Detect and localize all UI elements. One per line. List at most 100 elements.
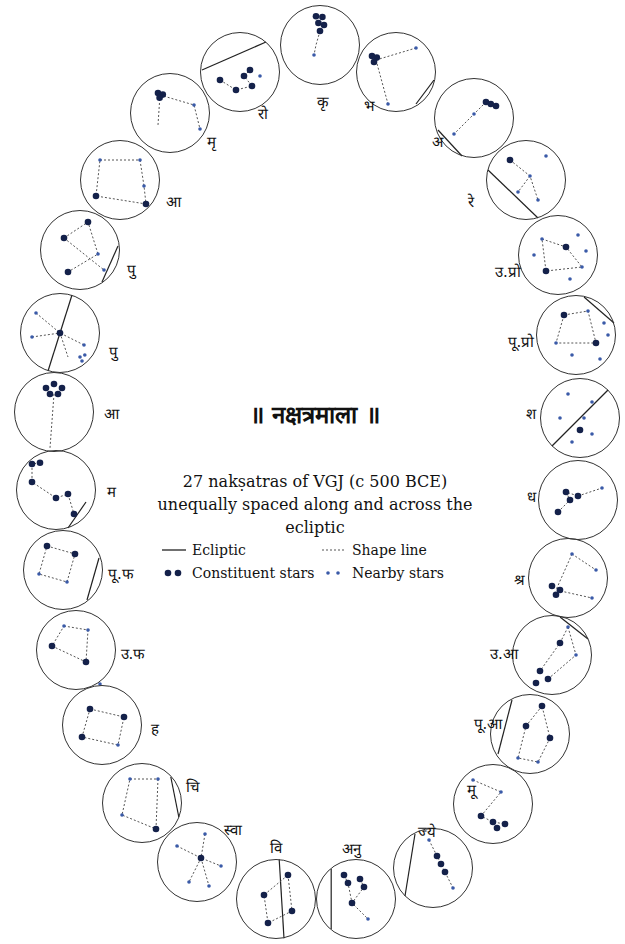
shape-line	[540, 627, 568, 671]
constituent-star	[555, 509, 562, 516]
constituent-star	[121, 714, 128, 721]
constituent-star	[357, 876, 364, 883]
constituent-star	[577, 427, 584, 434]
nakshatra-label: रो	[258, 103, 268, 123]
nearby-star	[582, 416, 586, 420]
nakshatra-circle: उ.प्रो	[518, 215, 598, 295]
shape-line	[39, 546, 75, 582]
nakshatra-circle: श	[540, 378, 620, 458]
nearby-star	[203, 832, 207, 836]
shape-line	[314, 31, 320, 55]
shape-line	[344, 875, 368, 919]
ecliptic-line	[552, 390, 608, 446]
nakshatra-label: रे	[468, 191, 474, 211]
nearby-star	[580, 265, 584, 269]
shape-line	[52, 626, 88, 662]
constituent-star	[59, 385, 66, 392]
constituent-star	[85, 219, 92, 226]
nakshatra-circle: म	[16, 450, 96, 530]
nakshatra-circle: रे	[486, 140, 566, 220]
constituent-star	[57, 330, 64, 337]
constituent-star	[490, 819, 497, 826]
nearby-star	[78, 355, 82, 359]
nearby-star	[536, 198, 540, 202]
ecliptic-line	[279, 859, 284, 938]
nakshatra-label: ध	[527, 486, 536, 506]
constituent-star	[563, 244, 570, 251]
constituent-star	[341, 872, 348, 879]
shape-line	[510, 160, 538, 200]
nakshatra-circle: वि	[236, 859, 316, 939]
ecliptic-line	[488, 170, 538, 218]
constituent-star	[549, 583, 556, 590]
nearby-star	[540, 237, 544, 241]
nearby-star	[472, 112, 476, 116]
nearby-star	[606, 333, 610, 337]
nearby-star	[192, 103, 196, 107]
constituent-star	[153, 826, 160, 833]
nakshatra-circle: अ	[434, 78, 514, 158]
constituent-star	[261, 892, 268, 899]
nakshatra-label: ह	[151, 718, 159, 738]
nearby-star	[566, 625, 570, 629]
nearby-star	[590, 432, 594, 436]
nakshatra-label: म	[107, 481, 116, 501]
constituent-star	[371, 59, 378, 66]
constituent-star	[289, 908, 296, 915]
nearby-star	[516, 190, 520, 194]
nakshatra-circle: आ	[14, 372, 94, 452]
nakshatra-circle: कृ	[280, 5, 360, 85]
nearby-star	[516, 756, 520, 760]
constituent-star	[53, 495, 60, 502]
nakshatra-circle: रो	[200, 32, 280, 112]
nakshatra-label: पू.आ	[474, 713, 503, 733]
nearby-star	[451, 886, 455, 890]
shape-line	[32, 463, 74, 514]
constituent-star	[65, 269, 72, 276]
nakshatra-label: पू.प्रो	[508, 331, 535, 351]
constituent-star	[265, 920, 272, 927]
constituent-star	[65, 491, 72, 498]
nearby-star	[187, 880, 191, 884]
nakshatra-circle: उ.आ	[512, 615, 592, 695]
nearby-star	[30, 335, 34, 339]
shape-line	[264, 875, 292, 923]
nearby-star	[34, 311, 38, 315]
nakshatra-label: अनु	[342, 838, 361, 858]
constituent-star	[61, 235, 68, 242]
ecliptic-line	[584, 297, 614, 323]
constituent-star	[553, 592, 560, 599]
nearby-star	[554, 341, 558, 345]
nearby-star	[138, 158, 142, 162]
constituent-star	[93, 193, 100, 200]
constituent-star	[319, 14, 326, 21]
constituent-star	[143, 201, 150, 208]
legend-text: Ecliptic	[192, 542, 246, 558]
shape-line	[454, 102, 486, 134]
caption: 27 nakṣatras of VGJ (c 500 BCE) unequall…	[145, 470, 485, 539]
ecliptic-line	[405, 834, 415, 896]
nearby-star	[600, 486, 604, 490]
constituent-star	[507, 157, 514, 164]
nearby-star	[570, 440, 574, 444]
nakshatra-circle: मू	[453, 764, 533, 844]
nearby-star	[62, 624, 66, 628]
shape-line	[160, 95, 200, 129]
nakshatra-label: पू.फ	[108, 563, 134, 583]
nearby-star	[156, 777, 160, 781]
constituent-star	[478, 813, 485, 820]
constituent-star	[349, 900, 356, 907]
nearby-star	[499, 790, 503, 794]
nearby-star	[532, 253, 536, 257]
nearby-star	[120, 813, 124, 817]
nearby-star	[312, 53, 316, 57]
constituent-star	[87, 706, 94, 713]
nakshatra-circle: पु	[40, 210, 120, 290]
legend-ecliptic-sample	[162, 549, 186, 550]
constituent-star	[315, 20, 322, 27]
constituent-star	[317, 28, 324, 35]
shape-line	[352, 879, 364, 903]
shape-line	[376, 48, 416, 60]
legend-text: Constituent stars	[192, 565, 315, 581]
